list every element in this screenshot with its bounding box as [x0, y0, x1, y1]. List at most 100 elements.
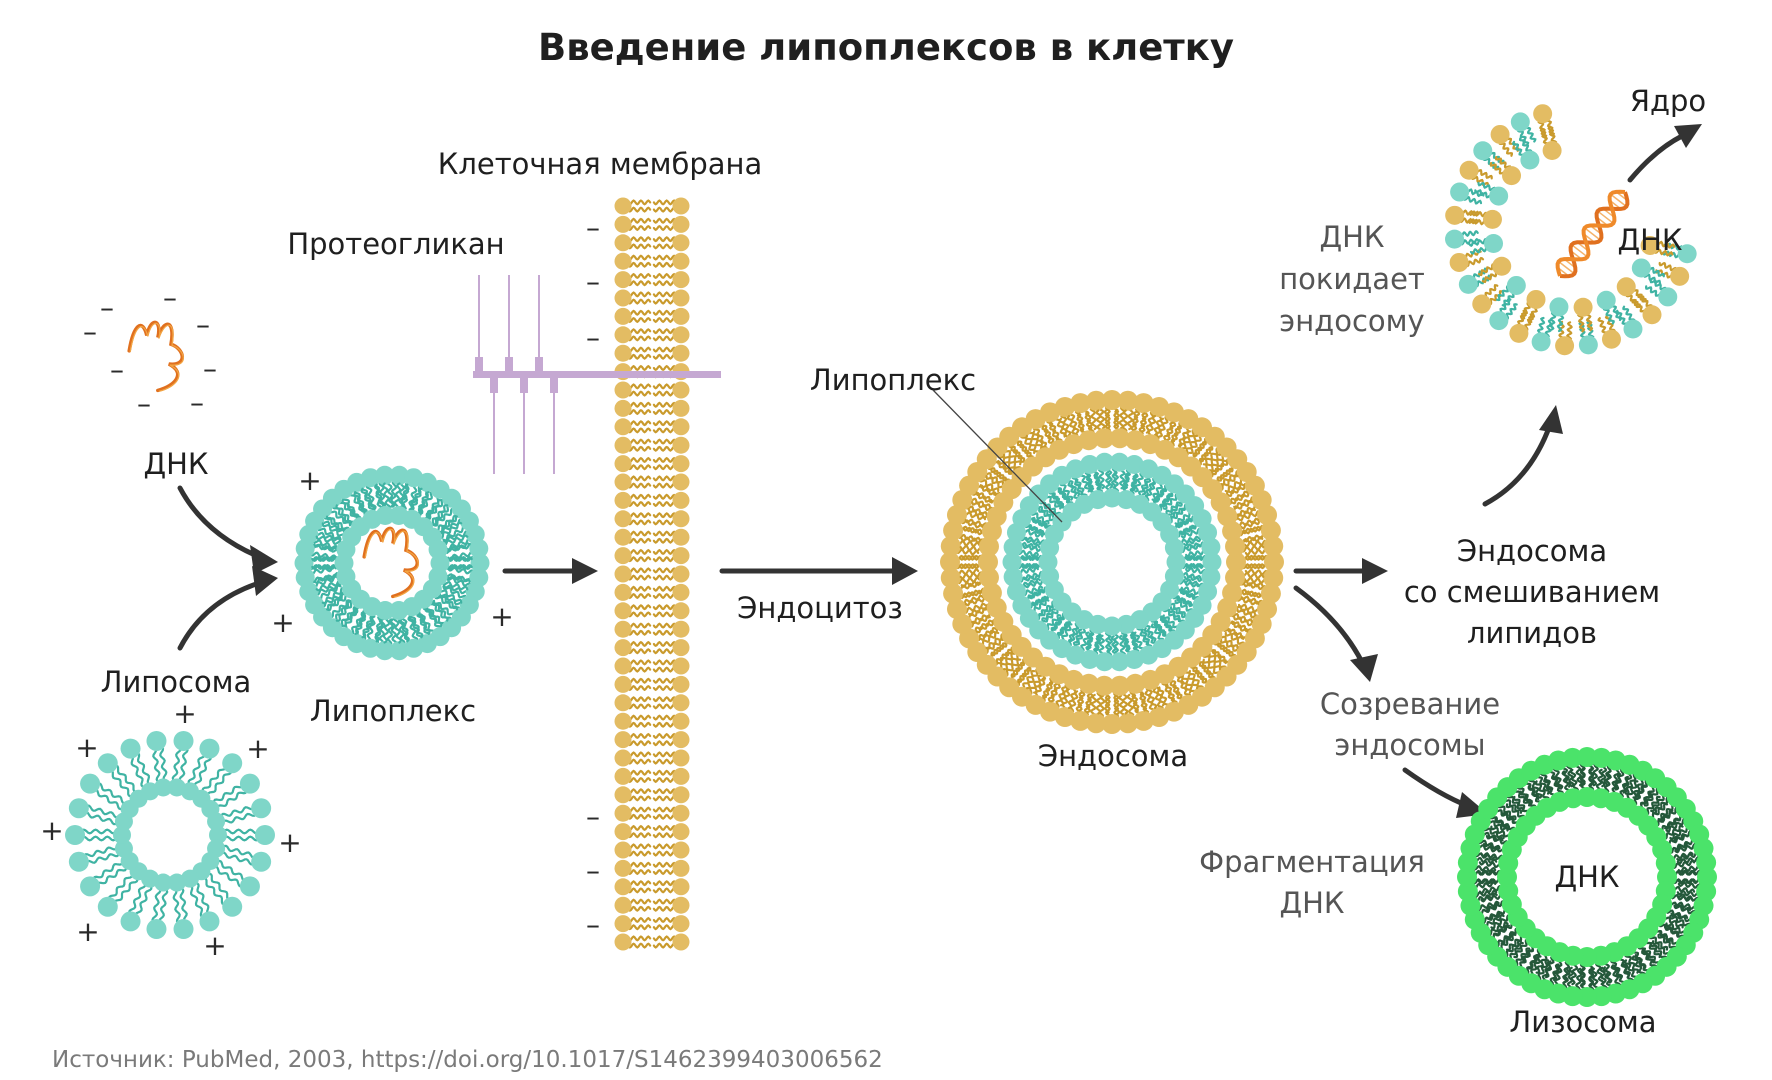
dna-helix	[1555, 189, 1630, 279]
lipid-head	[1577, 747, 1597, 767]
lipid-tail	[442, 584, 470, 595]
lipid-head	[222, 753, 243, 774]
lipid-tail	[652, 604, 677, 611]
lipid-head	[1578, 335, 1598, 355]
lipid-head	[614, 197, 632, 215]
lipid-tail	[1144, 481, 1156, 502]
lipid-tail	[1098, 405, 1107, 430]
lipid-tail	[360, 487, 376, 514]
maturation-line-2: эндосомы	[1334, 728, 1485, 762]
lipid-tail	[985, 475, 1006, 491]
lipid-tail	[1500, 927, 1520, 945]
lipid-head	[614, 271, 632, 289]
lipid-tail	[1022, 544, 1045, 553]
lipid-head	[470, 553, 490, 573]
lipid-tail	[1613, 963, 1626, 987]
lipid-tail	[652, 776, 677, 784]
lipid-head	[469, 539, 489, 559]
lipid-head	[1555, 336, 1575, 356]
lipid-tail	[308, 555, 337, 563]
lipid-tail	[1602, 306, 1615, 325]
lipid-tail	[652, 640, 677, 648]
lipid-head	[672, 307, 690, 325]
lipid-tail	[958, 563, 984, 570]
lipid-tail	[397, 617, 406, 646]
lipid-tail	[627, 740, 652, 747]
lipid-tail	[1566, 321, 1573, 342]
lipid-head	[614, 620, 632, 638]
lipid-tail	[1631, 948, 1647, 970]
lipid-tail	[1535, 773, 1550, 795]
lipid-head	[1697, 867, 1717, 887]
lipid-tail	[627, 592, 652, 600]
lipid-tail	[1196, 658, 1214, 678]
lipid-tail	[1579, 961, 1586, 987]
lipid-tail	[652, 280, 677, 287]
lipid-tail	[1482, 284, 1499, 299]
lipid-head	[672, 602, 690, 620]
lipid-tail	[652, 585, 677, 592]
base-pair	[1610, 193, 1627, 208]
lipid-tail	[990, 640, 1011, 657]
lipid-head	[1109, 652, 1129, 672]
lipid-tail	[1624, 773, 1638, 795]
lipid-tail	[627, 640, 652, 648]
lipid-head	[1696, 852, 1717, 873]
lipid-tail	[1477, 263, 1496, 277]
lipid-head	[1054, 396, 1075, 417]
lipid-tail	[313, 543, 341, 553]
lipid-head	[251, 851, 272, 872]
lipid-tail	[1202, 658, 1221, 677]
lipid-head	[1109, 452, 1129, 472]
lipid-tail	[1486, 819, 1509, 832]
lipid-tail	[652, 206, 677, 213]
lipid-tail	[311, 563, 340, 571]
lipid-head	[1124, 455, 1144, 475]
lipid-head	[614, 878, 632, 896]
lipid-head	[1102, 390, 1122, 410]
lipid-tail	[1480, 911, 1504, 924]
lipid-tail	[1025, 668, 1040, 690]
lipid-tail	[1175, 587, 1196, 599]
lipid-tail	[979, 626, 1002, 641]
proteoglycan	[473, 275, 721, 474]
lipid-tail	[627, 898, 652, 905]
lipid-tail	[627, 243, 652, 250]
lipid-tail	[1104, 630, 1112, 653]
lipid-tail	[443, 573, 471, 583]
lipid-tail	[652, 721, 677, 728]
lipid-tail	[321, 587, 346, 605]
lipid-head	[614, 307, 632, 325]
arrow-lipoplex-to-membrane	[502, 558, 598, 584]
lipid-tail	[1657, 803, 1677, 821]
lipid-head	[672, 712, 690, 730]
lipid-tail	[1134, 471, 1144, 493]
lipid-head	[97, 896, 118, 917]
lipid-tail	[1145, 685, 1158, 709]
lipid-head	[1506, 275, 1526, 295]
lipid-tail	[652, 898, 677, 905]
lipid-tail	[1053, 415, 1067, 438]
lipid-head	[614, 731, 632, 749]
lipid-head	[672, 399, 690, 417]
lipid-head	[672, 859, 690, 877]
lipid-tail	[1180, 554, 1203, 562]
negative-charge: –	[137, 387, 151, 420]
lipid-tail	[1162, 501, 1181, 518]
lipid-tail	[1021, 562, 1044, 570]
lipid-tail	[1162, 614, 1180, 631]
proteoglycan-core	[473, 371, 721, 378]
lipid-tail	[1213, 640, 1234, 656]
lipid-head	[146, 730, 167, 751]
lipid-tail	[1049, 421, 1063, 444]
lipid-tail	[1208, 652, 1227, 671]
lipid-tail	[652, 475, 677, 482]
lipid-tail	[652, 714, 677, 721]
lipid-tail	[627, 868, 652, 876]
lipid-tail	[1544, 319, 1553, 339]
lipid-tail	[433, 594, 458, 611]
lipid-head	[1484, 234, 1504, 254]
lipoplex: +++	[271, 464, 514, 661]
lipid-tail	[1462, 195, 1483, 205]
lipid-tail	[308, 563, 337, 571]
